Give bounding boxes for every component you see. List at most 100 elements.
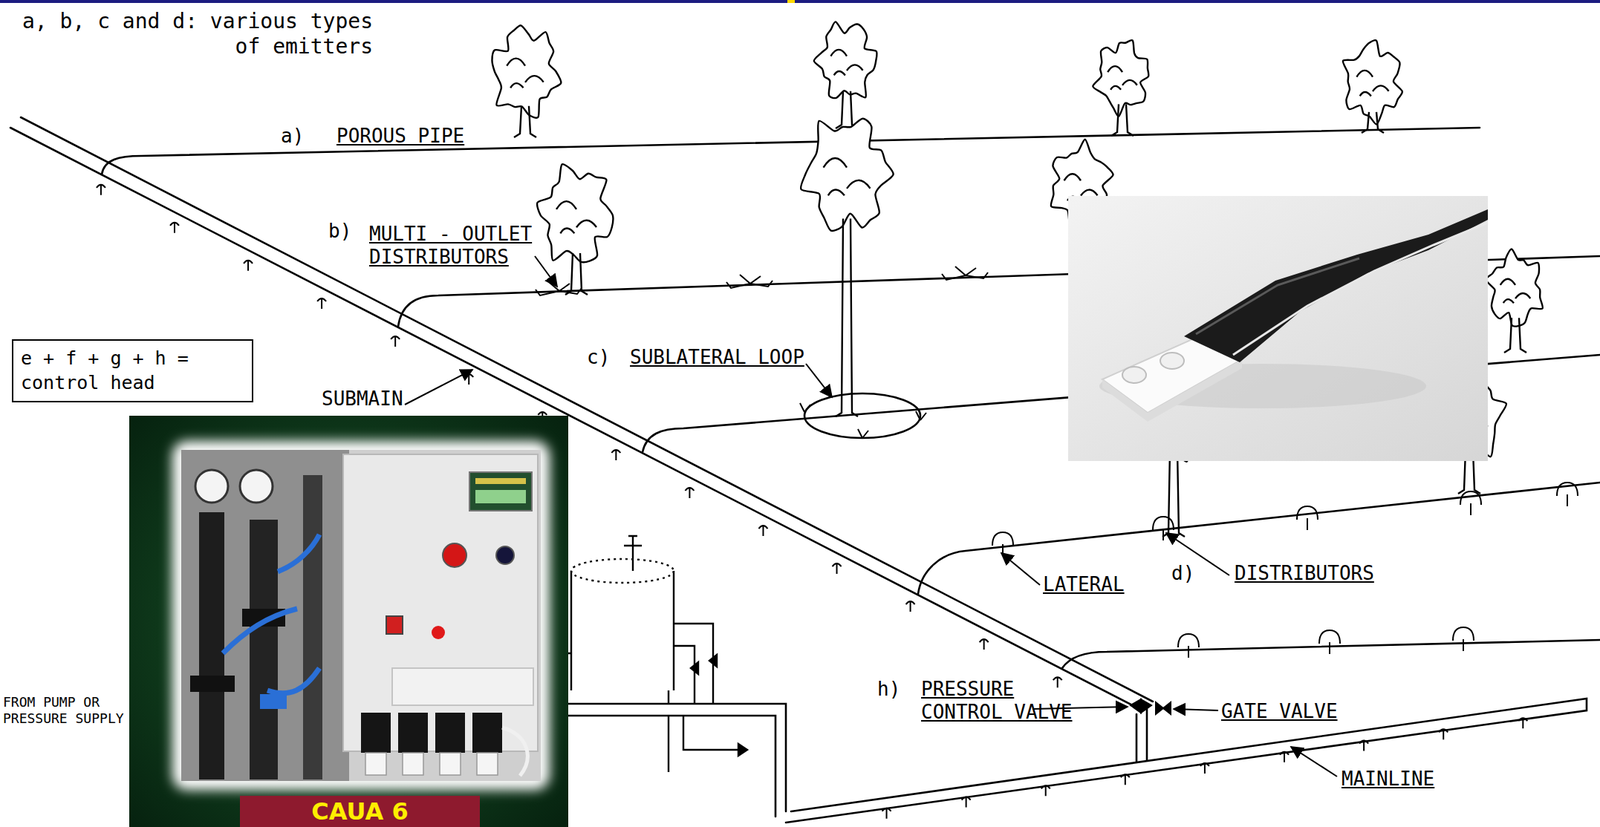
tree-foliage bbox=[830, 49, 863, 76]
dripper-mark bbox=[1120, 774, 1130, 786]
dripper-mark bbox=[390, 336, 400, 347]
valve-fitting bbox=[439, 753, 461, 776]
valve-fitting bbox=[476, 753, 498, 776]
photo-background bbox=[1068, 196, 1488, 462]
emitter-label: MULTI - OUTLET DISTRIBUTORS bbox=[369, 222, 548, 269]
loop-emitter bbox=[857, 429, 869, 439]
emitters bbox=[96, 184, 1578, 820]
tree bbox=[491, 25, 561, 138]
callout-letter: h) bbox=[877, 678, 915, 702]
fertilizer-tank bbox=[553, 536, 748, 773]
tree-foliage bbox=[506, 58, 544, 89]
tree-trunk bbox=[1361, 112, 1384, 133]
mainline-pipe bbox=[785, 698, 1587, 824]
part-label: SUBMAIN bbox=[321, 387, 426, 411]
tree-canopy bbox=[800, 118, 894, 232]
note-text: a, b, c and d: various types of emitters bbox=[8, 8, 373, 59]
dripper-mark bbox=[832, 563, 842, 575]
distributor-emitter bbox=[1178, 634, 1199, 659]
distributor-emitter bbox=[992, 532, 1014, 557]
distributor-emitter bbox=[1319, 630, 1341, 655]
dripper-mark bbox=[1053, 677, 1063, 688]
emitter-label: DISTRIBUTORS bbox=[1234, 562, 1398, 586]
tree-trunk bbox=[1111, 103, 1134, 136]
tree-trunk bbox=[835, 91, 858, 129]
tree-foliage bbox=[556, 201, 597, 234]
node-text: e + f + g + h = control head bbox=[20, 346, 245, 396]
leader-line bbox=[805, 363, 832, 398]
display-screen bbox=[475, 490, 526, 504]
valve-fitting bbox=[402, 753, 424, 776]
node-text: CAUA 6 bbox=[239, 796, 480, 827]
top-tick bbox=[787, 0, 795, 3]
leader-line bbox=[1001, 553, 1040, 586]
solenoid-valve bbox=[398, 713, 428, 754]
photo-glow bbox=[172, 441, 550, 791]
tree bbox=[814, 21, 878, 129]
blue-button bbox=[496, 546, 515, 565]
tank-wall bbox=[571, 571, 674, 691]
sublateral-loop bbox=[804, 393, 921, 439]
loop-emitter bbox=[915, 411, 927, 421]
multi-outlet-distributor bbox=[535, 282, 582, 296]
filter-pipe bbox=[199, 512, 225, 780]
dripper-mark bbox=[961, 797, 971, 809]
pressure-control-valve bbox=[1130, 699, 1152, 714]
dripper-mark bbox=[1359, 741, 1369, 752]
tree bbox=[800, 118, 894, 417]
pipe-fitting bbox=[190, 675, 235, 693]
controller-photo bbox=[129, 415, 569, 827]
supply-pipe bbox=[568, 716, 776, 818]
part-label: PRESSURE CONTROL VALVE bbox=[921, 678, 1100, 725]
riser-pipe bbox=[1136, 709, 1147, 763]
tree-trunk bbox=[1504, 317, 1527, 353]
filter-pipe bbox=[249, 519, 278, 780]
callout-letter: d) bbox=[1171, 562, 1209, 586]
tree-foliage bbox=[1500, 279, 1531, 304]
cable bbox=[502, 727, 528, 777]
blue-clamp bbox=[259, 694, 287, 710]
gate-valve bbox=[1155, 702, 1171, 715]
tree-trunk bbox=[514, 106, 537, 138]
control-cabinet bbox=[343, 454, 538, 752]
tree bbox=[1342, 40, 1403, 133]
distributor-emitter bbox=[1152, 516, 1174, 541]
part-label: LATERAL bbox=[1042, 573, 1147, 597]
dripper-mark bbox=[243, 260, 253, 272]
callout-letter: a) bbox=[280, 124, 318, 148]
valves bbox=[1130, 699, 1171, 715]
tank-valve bbox=[623, 536, 642, 572]
tank-top bbox=[571, 559, 674, 584]
tree-foliage bbox=[1107, 66, 1138, 90]
controller-display bbox=[469, 472, 532, 512]
sensor-highlight bbox=[1195, 258, 1360, 335]
callout-letter: c) bbox=[586, 346, 624, 370]
sensor-body bbox=[1184, 209, 1488, 363]
top-rule bbox=[0, 0, 1600, 3]
part-label: GATE VALVE bbox=[1221, 700, 1363, 724]
blue-tube bbox=[222, 534, 320, 694]
solenoid-valve bbox=[361, 713, 391, 754]
dripper-mark bbox=[684, 488, 694, 499]
dripper-mark bbox=[96, 184, 106, 196]
pressure-gauge bbox=[195, 470, 229, 503]
dripper-mark bbox=[906, 601, 916, 613]
lateral-pipe bbox=[1062, 640, 1600, 669]
sensor-cable bbox=[1233, 222, 1488, 356]
part-label: FROM PUMP OR PRESSURE SUPPLY bbox=[2, 694, 128, 727]
part-label: MAINLINE bbox=[1341, 768, 1461, 792]
tree bbox=[537, 164, 613, 295]
terminal-strip bbox=[392, 668, 534, 706]
dripper-mark bbox=[1279, 752, 1289, 763]
dripper-mark bbox=[979, 639, 989, 650]
supply-pipe bbox=[568, 704, 786, 812]
tree-trunk bbox=[835, 219, 858, 418]
dripper-mark bbox=[758, 525, 768, 537]
pipes bbox=[10, 117, 1600, 824]
display-mark bbox=[475, 478, 526, 485]
tree-canopy bbox=[1485, 249, 1543, 327]
red-button bbox=[442, 543, 467, 568]
dripper-mark bbox=[611, 450, 621, 461]
